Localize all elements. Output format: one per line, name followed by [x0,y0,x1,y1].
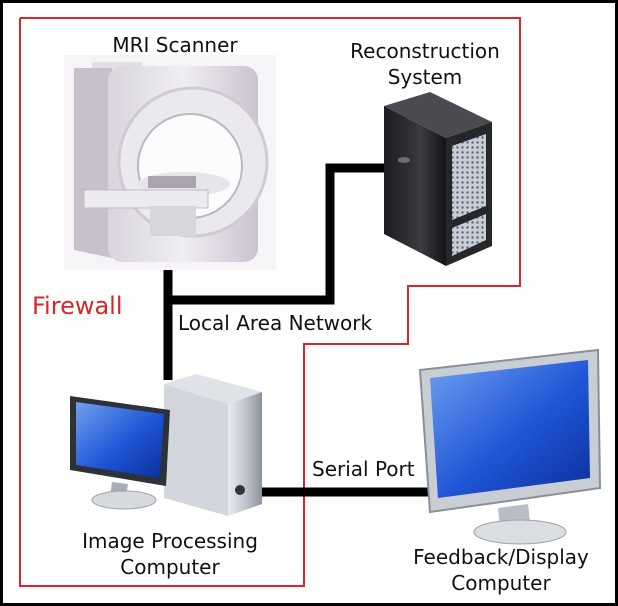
desktop-computer-icon [70,374,262,516]
reconstruction-system-label: Reconstruction System [330,38,520,90]
feedback-label-line1: Feedback/Display [413,545,589,569]
lan-cable [163,163,392,305]
mri-scanner-label: MRI Scanner [112,33,238,57]
local-area-network-label: Local Area Network [178,311,373,335]
monitor-icon [418,348,602,545]
mri-scanner-icon [64,55,276,270]
firewall-label: Firewall [32,292,123,320]
reconstruction-label-line1: Reconstruction [350,39,500,63]
server-tower-icon [384,92,492,266]
feedback-label-line2: Computer [451,571,551,595]
image-processing-label-line2: Computer [120,555,220,579]
reconstruction-label-line2: System [387,65,463,89]
network-cables [163,163,436,497]
feedback-display-computer-label: Feedback/Display Computer [396,544,606,596]
firewall-boundary [19,17,521,587]
image-processing-label-line1: Image Processing [82,529,258,553]
image-processing-computer-label: Image Processing Computer [60,528,280,580]
serial-port-label: Serial Port [312,457,415,481]
